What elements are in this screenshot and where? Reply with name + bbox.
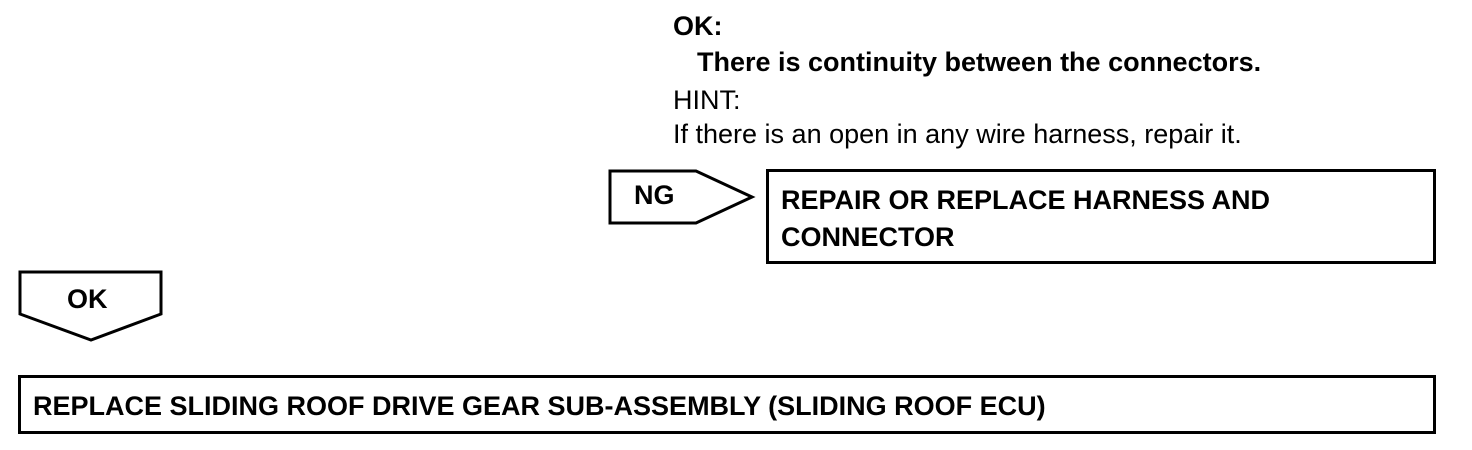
spec-label: OK:: [673, 11, 723, 41]
hint-label: HINT:: [673, 85, 741, 115]
next-step-box: REPLACE SLIDING ROOF DRIVE GEAR SUB-ASSE…: [18, 375, 1436, 434]
ng-arrow-shape: [608, 169, 756, 225]
ng-action-line-2: CONNECTOR: [781, 222, 955, 252]
ng-action-line-1: REPAIR OR REPLACE HARNESS AND: [781, 185, 1271, 215]
ok-arrow-shape: [18, 270, 163, 342]
spec-text: There is continuity between the connecto…: [697, 47, 1262, 77]
next-step-text: REPLACE SLIDING ROOF DRIVE GEAR SUB-ASSE…: [33, 391, 1046, 421]
hint-text: If there is an open in any wire harness,…: [673, 119, 1242, 149]
ng-action-box: REPAIR OR REPLACE HARNESS AND CONNECTOR: [766, 169, 1436, 264]
ng-arrow-label: NG: [634, 180, 675, 210]
ok-arrow-label: OK: [67, 284, 108, 314]
